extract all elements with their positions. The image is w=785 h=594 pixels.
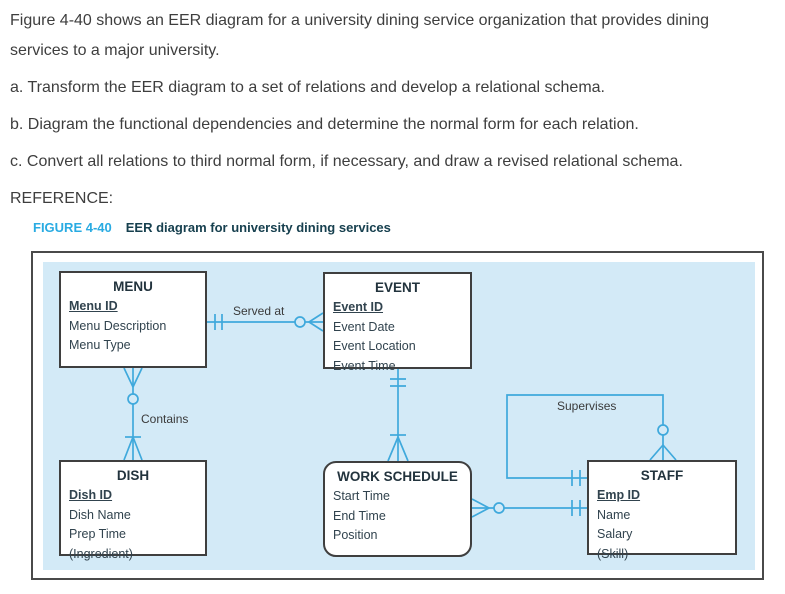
entity-staff-attribute: Salary <box>597 527 633 541</box>
mandatory-one-marker <box>571 470 581 486</box>
crowsfoot-icon <box>308 312 324 332</box>
figure-number: FIGURE 4-40 <box>33 220 112 235</box>
eer-diagram-figure: Served at Contains <box>31 251 764 580</box>
entity-dish-pk: Dish ID <box>69 488 113 502</box>
contains-label: Contains <box>141 412 188 426</box>
entity-staff-pk: Emp ID <box>597 488 641 502</box>
entity-dish-attribute: Prep Time <box>69 527 126 541</box>
question-item-b: b. Diagram the functional dependencies a… <box>10 116 639 133</box>
optional-circle-marker <box>127 393 139 405</box>
entity-work-schedule: WORK SCHEDULE Start Time End Time Positi… <box>323 461 472 557</box>
crowsfoot-icon <box>471 498 490 518</box>
crowsfoot-icon <box>649 444 677 461</box>
entity-dish-title: DISH <box>116 468 150 483</box>
entity-menu-title: MENU <box>113 279 153 294</box>
question-intro: Figure 4-40 shows an EER diagram for a u… <box>10 12 710 59</box>
mandatory-one-marker <box>571 500 581 516</box>
entity-staff-attribute: Name <box>597 507 631 522</box>
figure-caption-text: EER diagram for university dining servic… <box>125 220 391 235</box>
entity-event-pk: Event ID <box>333 300 384 314</box>
relationship-served-at: Served at <box>207 304 324 332</box>
supervises-loop-line <box>506 394 664 479</box>
entity-work-schedule-attribute: Start Time <box>333 489 390 503</box>
served-at-label: Served at <box>233 304 285 318</box>
reference-label: REFERENCE: <box>10 190 114 207</box>
relationship-lines: Served at Contains <box>123 304 677 518</box>
entity-menu-pk: Menu ID <box>69 299 118 313</box>
relationship-contains: Contains <box>123 367 188 461</box>
entity-event-attribute: Event Location <box>333 339 416 353</box>
crowsfoot-icon <box>387 436 409 462</box>
optional-circle-marker <box>294 316 306 328</box>
entity-work-schedule-attribute: End Time <box>333 508 386 523</box>
question-item-c: c. Convert all relations to third normal… <box>10 153 683 170</box>
crowsfoot-icon <box>123 367 143 388</box>
entity-staff-title: STAFF <box>640 468 684 483</box>
entity-event-attribute: Event Date <box>333 319 395 334</box>
entity-dish-attribute: Dish Name <box>69 507 131 522</box>
relationship-supervises: Supervises <box>506 394 677 486</box>
entity-menu-attribute: Menu Description <box>69 318 167 333</box>
entity-dish: DISH Dish ID Dish Name Prep Time (Ingred… <box>59 460 207 561</box>
entity-event-attribute: Event Time <box>333 358 396 373</box>
entity-staff-attribute: (Skill) <box>597 546 629 561</box>
entity-event-title: EVENT <box>374 280 420 295</box>
entity-menu-attribute: Menu Type <box>69 338 131 352</box>
question-item-a: a. Transform the EER diagram to a set of… <box>10 79 605 96</box>
entity-staff: STAFF Emp ID Name Salary (Skill) <box>587 460 737 561</box>
relationship-event-workschedule <box>387 369 409 462</box>
optional-circle-marker <box>493 502 505 514</box>
mandatory-one-marker <box>390 378 406 387</box>
question-text: Figure 4-40 shows an EER diagram for a u… <box>10 6 755 221</box>
figure-caption: FIGURE 4-40 EER diagram for university di… <box>33 220 391 235</box>
entity-work-schedule-attribute: Position <box>333 528 378 542</box>
supervises-label: Supervises <box>557 399 616 413</box>
entity-dish-attribute: (Ingredient) <box>69 546 133 561</box>
entity-event: EVENT Event ID Event Date Event Location… <box>323 272 472 373</box>
mandatory-one-marker <box>214 314 223 330</box>
entity-menu: MENU Menu ID Menu Description Menu Type <box>59 271 207 368</box>
crowsfoot-icon <box>123 436 143 461</box>
relationship-workschedule-staff <box>471 498 587 518</box>
optional-circle-marker <box>657 424 669 436</box>
entity-work-schedule-title: WORK SCHEDULE <box>337 469 458 484</box>
